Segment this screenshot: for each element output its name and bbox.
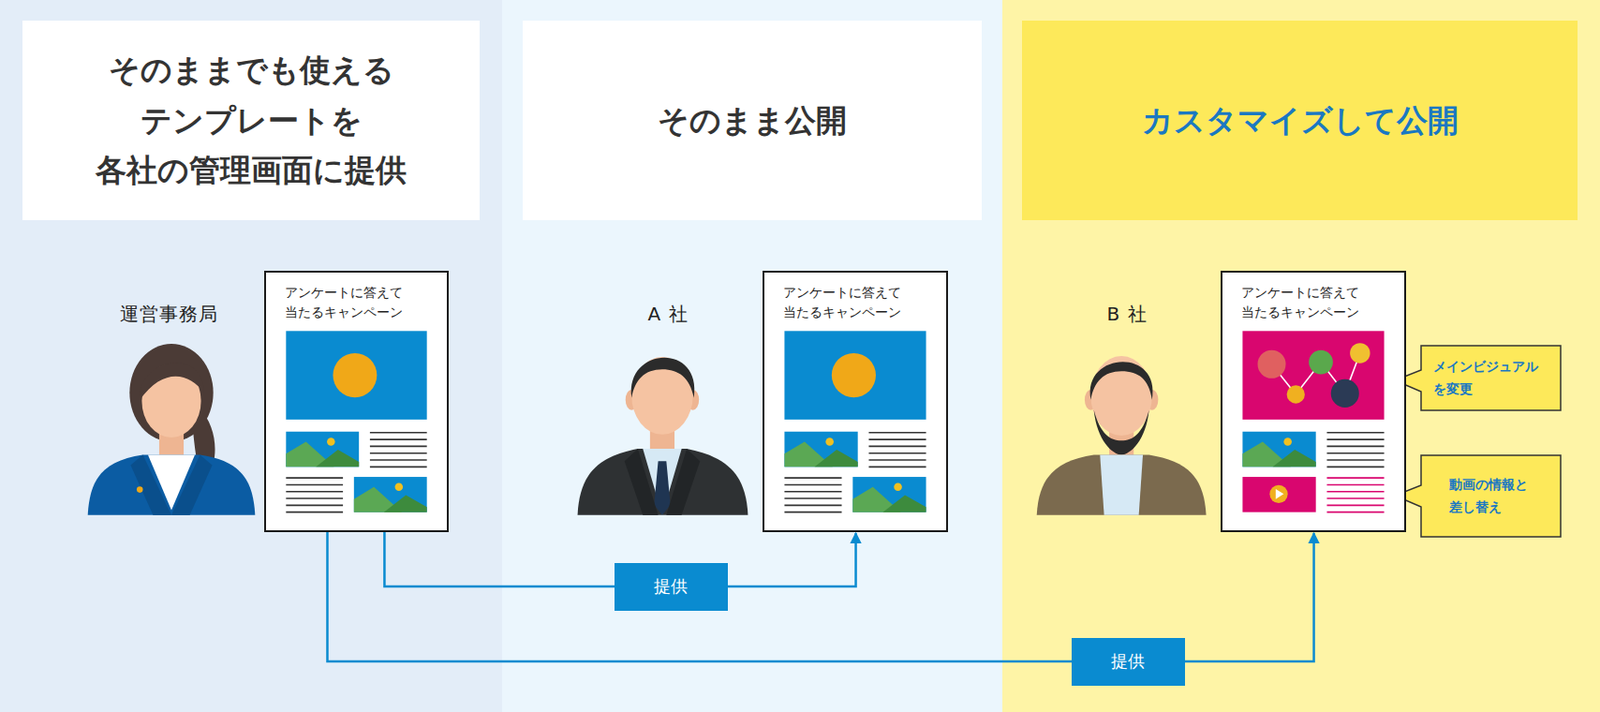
client-figure xyxy=(1037,355,1207,516)
header-text: そのまま公開 xyxy=(657,95,847,146)
page-title: アンケートに答えて 当たるキャンペーン xyxy=(764,272,934,323)
client-figure xyxy=(577,356,749,516)
callout-text: メインビジュアル を変更 xyxy=(1433,355,1554,401)
page-title: アンケートに答えて 当たるキャンペーン xyxy=(1222,272,1392,323)
person-label: A 社 xyxy=(647,301,688,327)
page-box: アンケートに答えて 当たるキャンペーン xyxy=(264,270,449,533)
callout-box: メインビジュアル を変更 xyxy=(1421,345,1561,411)
header-text: そのままでも使える テンプレートを 各社の管理画面に提供 xyxy=(54,44,448,195)
header-box: そのままでも使える テンプレートを 各社の管理画面に提供 xyxy=(22,20,480,221)
person-label: B 社 xyxy=(1106,301,1147,327)
callout-shape xyxy=(1394,455,1561,537)
callout-box: 動画の情報と 差し替え xyxy=(1421,455,1561,537)
header-text: カスタマイズして公開 xyxy=(1141,95,1459,146)
page-box: アンケートに答えて 当たるキャンペーン xyxy=(762,270,949,533)
connector-label: 提供 xyxy=(614,562,728,611)
callout-shape xyxy=(1394,345,1561,411)
page-title: アンケートに答えて 当たるキャンペーン xyxy=(266,272,435,323)
header-box: カスタマイズして公開 xyxy=(1022,20,1578,221)
connector-label: 提供 xyxy=(1071,637,1186,686)
column-ground xyxy=(1002,0,1600,712)
column-ground xyxy=(0,0,503,712)
page-box: アンケートに答えて 当たるキャンペーン xyxy=(1220,270,1407,533)
staff-figure xyxy=(88,343,256,516)
header-box: そのまま公開 xyxy=(522,20,982,221)
column-ground xyxy=(502,0,1003,712)
person-label: 運営事務局 xyxy=(119,301,219,327)
callout-text: 動画の情報と 差し替え xyxy=(1449,474,1554,519)
